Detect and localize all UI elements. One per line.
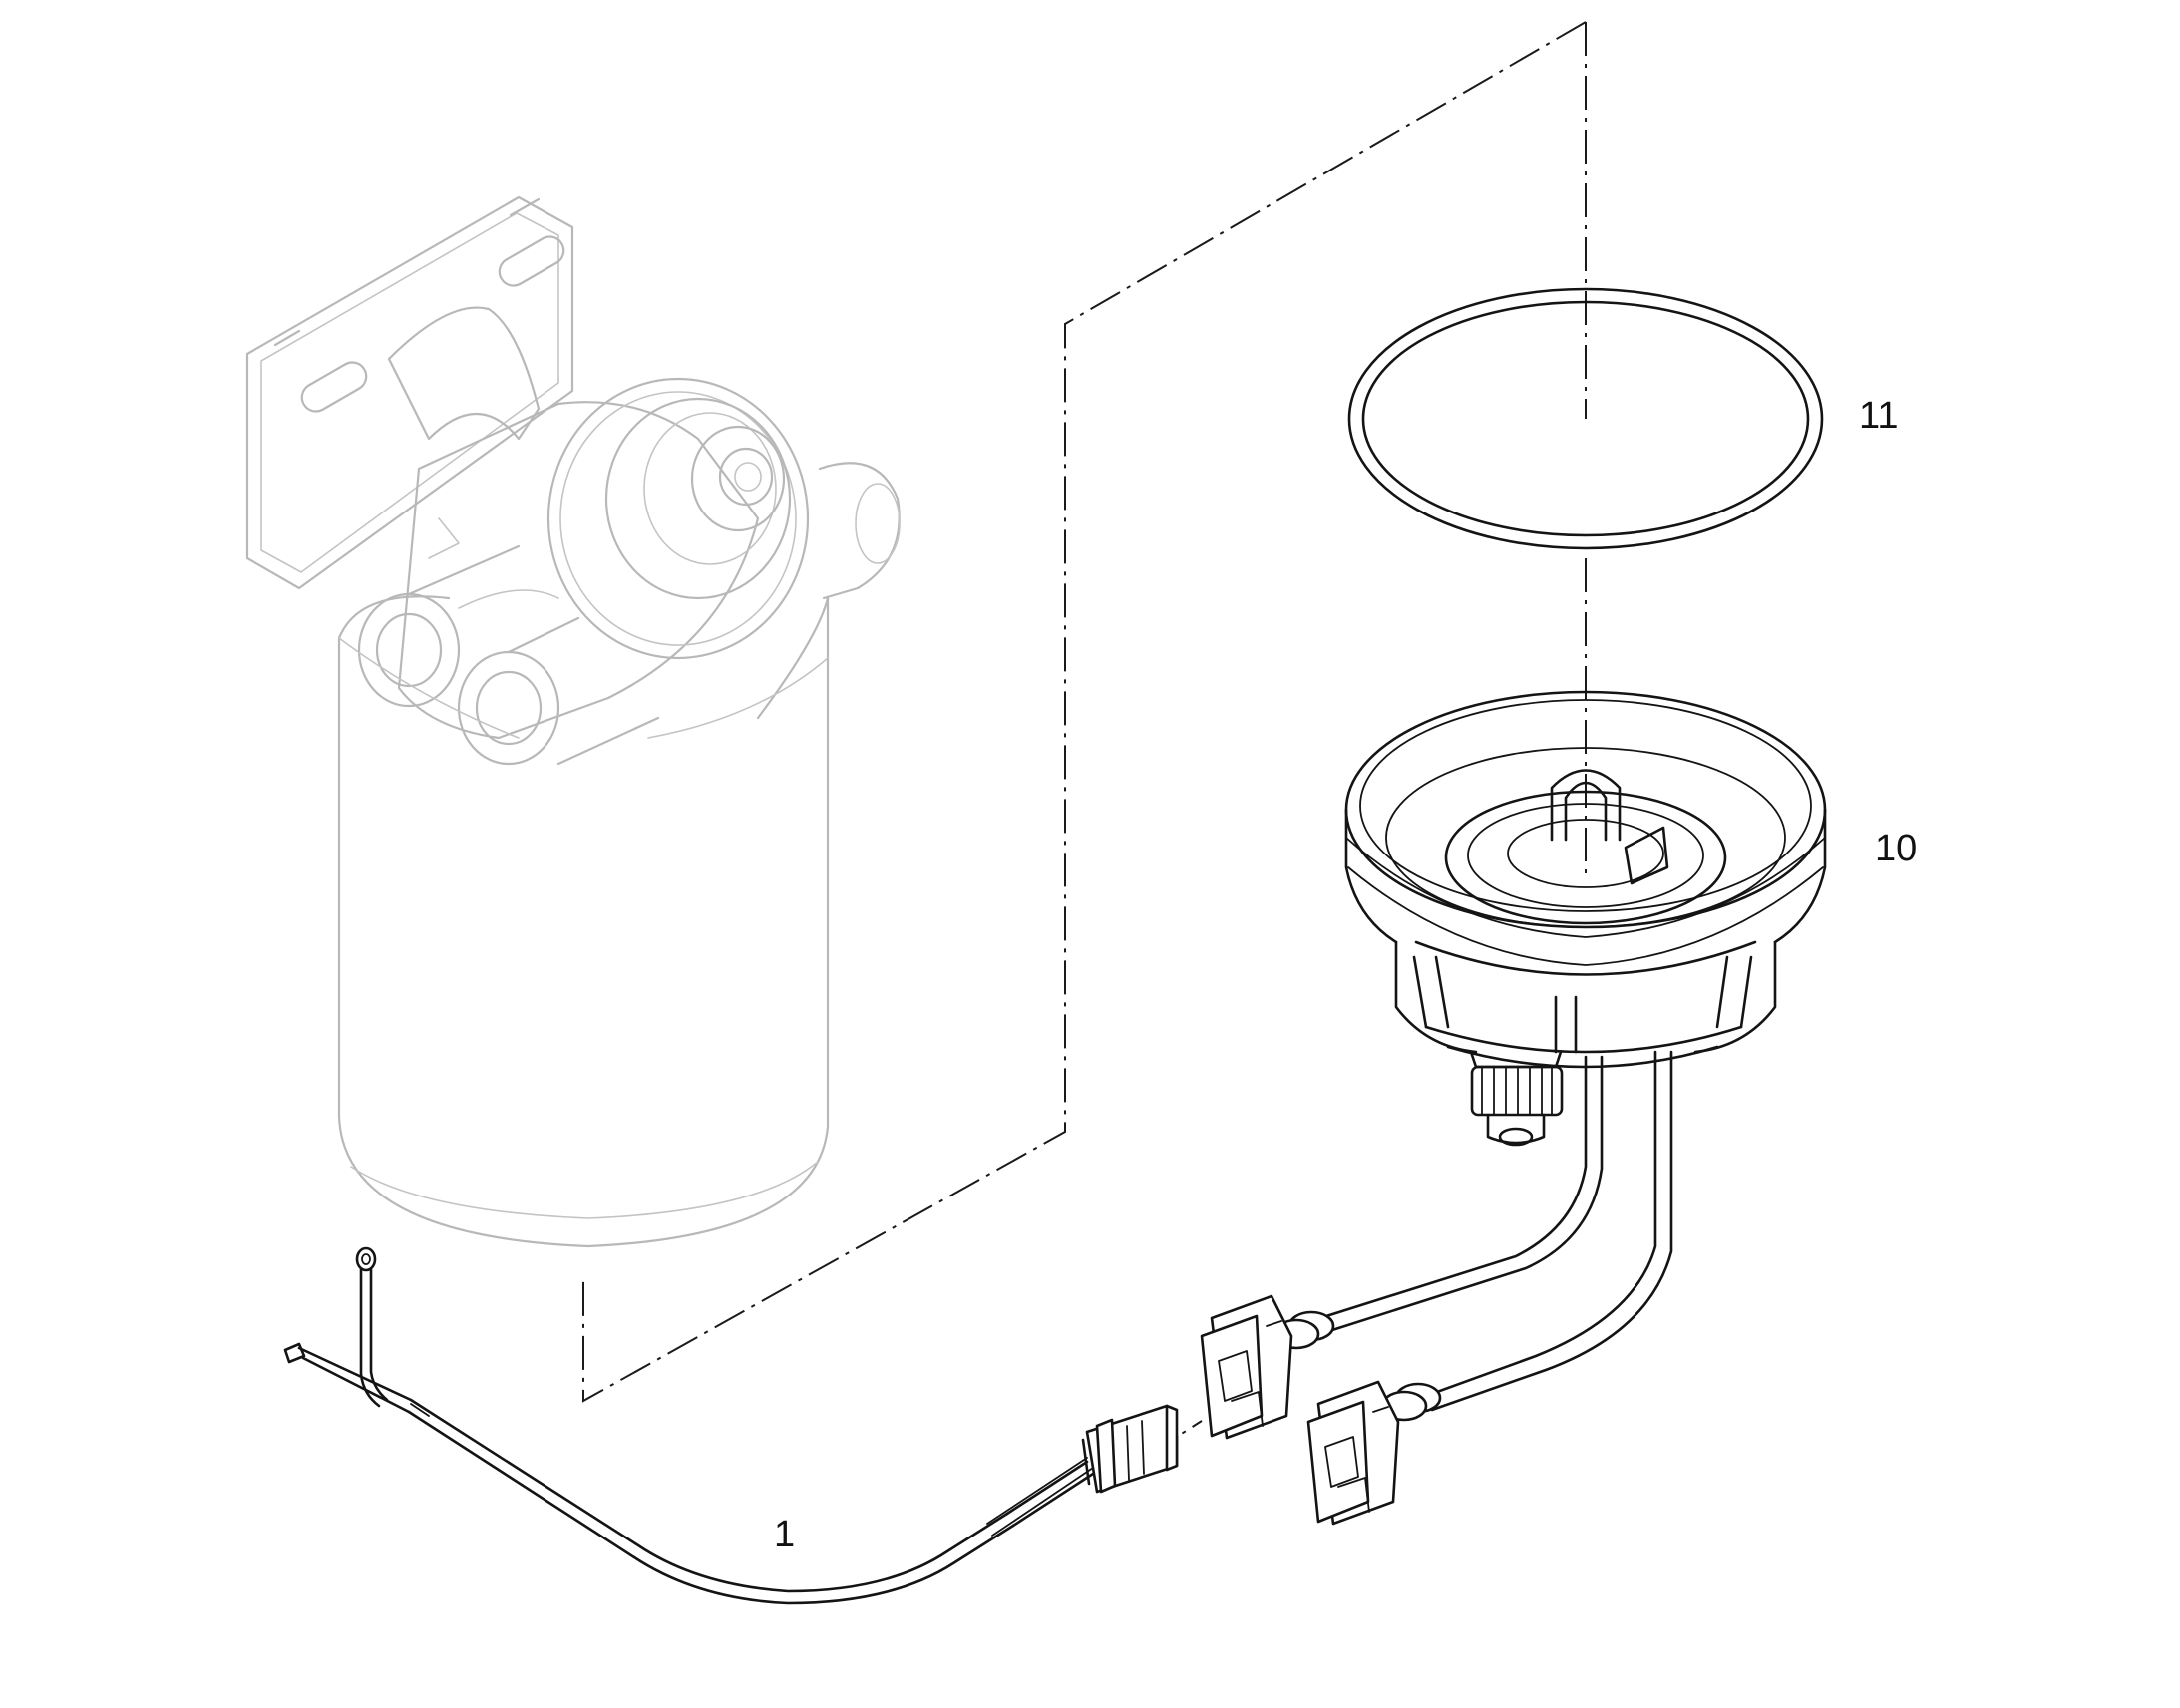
water-separator-bowl: [1324, 690, 1827, 1412]
callout-item-1: 1: [774, 1514, 796, 1555]
callout-item-10: 10: [1875, 828, 1918, 869]
sensor-connector-upper: [1200, 1294, 1335, 1440]
sensor-connector-lower: [1306, 1380, 1442, 1526]
callout-item-11: 11: [1859, 395, 1899, 437]
fuel-filter-assembly-ghost: [245, 195, 901, 1248]
assembly-center-lines: [582, 21, 1587, 1457]
o-ring-seal: [1347, 287, 1824, 550]
wiring-harness: [283, 1246, 1179, 1605]
